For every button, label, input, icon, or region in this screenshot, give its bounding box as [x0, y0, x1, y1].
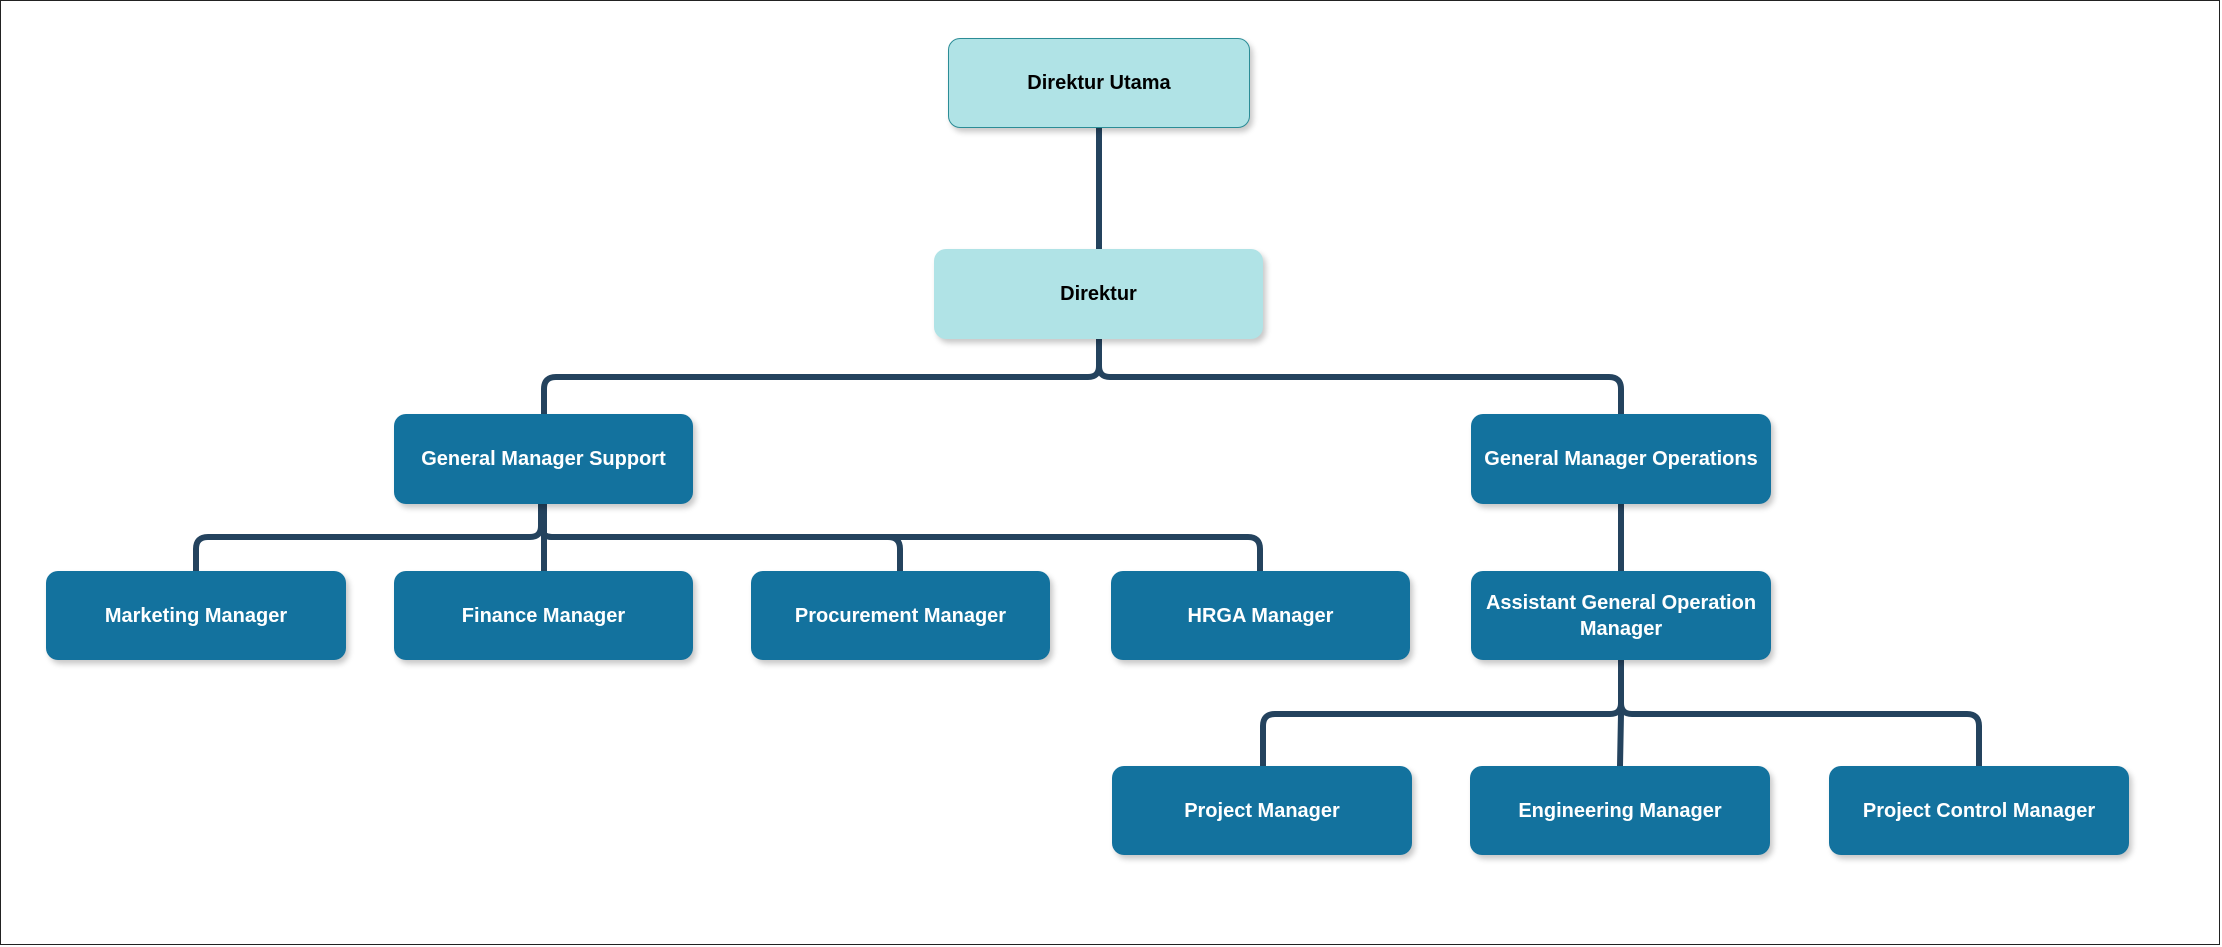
- node-label: Procurement Manager: [794, 604, 1007, 627]
- node-gm-operations[interactable]: General Manager Operations: [1471, 414, 1771, 504]
- node-label: Direktur Utama: [1027, 72, 1171, 94]
- node-label: Direktur: [1060, 283, 1137, 305]
- node-project-manager[interactable]: Project Manager: [1112, 766, 1412, 855]
- connector-agom-project-control: [1618, 660, 1982, 766]
- node-assistant-general-operation-manager[interactable]: Assistant General Operation Manager: [1471, 571, 1771, 660]
- connector-direktur-gm-operations: [1096, 339, 1624, 414]
- node-label: Assistant General Operation Manager: [1485, 591, 1757, 640]
- node-finance-manager[interactable]: Finance Manager: [394, 571, 693, 660]
- node-label: General Manager Support: [421, 448, 666, 470]
- node-label: Project Manager: [1184, 799, 1340, 822]
- node-engineering-manager[interactable]: Engineering Manager: [1470, 766, 1770, 855]
- node-direktur[interactable]: Direktur: [934, 249, 1263, 339]
- node-hrga-manager[interactable]: HRGA Manager: [1111, 571, 1410, 660]
- node-label: HRGA Manager: [1187, 604, 1334, 627]
- node-label: Engineering Manager: [1518, 799, 1722, 822]
- node-label: General Manager Operations: [1484, 448, 1758, 470]
- node-gm-support[interactable]: General Manager Support: [394, 414, 693, 504]
- connector-gm-support-hrga: [538, 504, 1263, 571]
- connector-agom-project: [1260, 660, 1624, 766]
- node-label: Marketing Manager: [104, 604, 288, 627]
- connector-gm-support-marketing: [193, 504, 544, 571]
- node-procurement-manager[interactable]: Procurement Manager: [751, 571, 1050, 660]
- connector-direktur-gm-support: [541, 339, 1102, 414]
- node-label: Finance Manager: [461, 604, 626, 627]
- node-direktur-utama[interactable]: Direktur Utama: [948, 38, 1250, 128]
- node-label: Project Control Manager: [1862, 799, 2096, 822]
- node-project-control-manager[interactable]: Project Control Manager: [1829, 766, 2129, 855]
- node-marketing-manager[interactable]: Marketing Manager: [46, 571, 346, 660]
